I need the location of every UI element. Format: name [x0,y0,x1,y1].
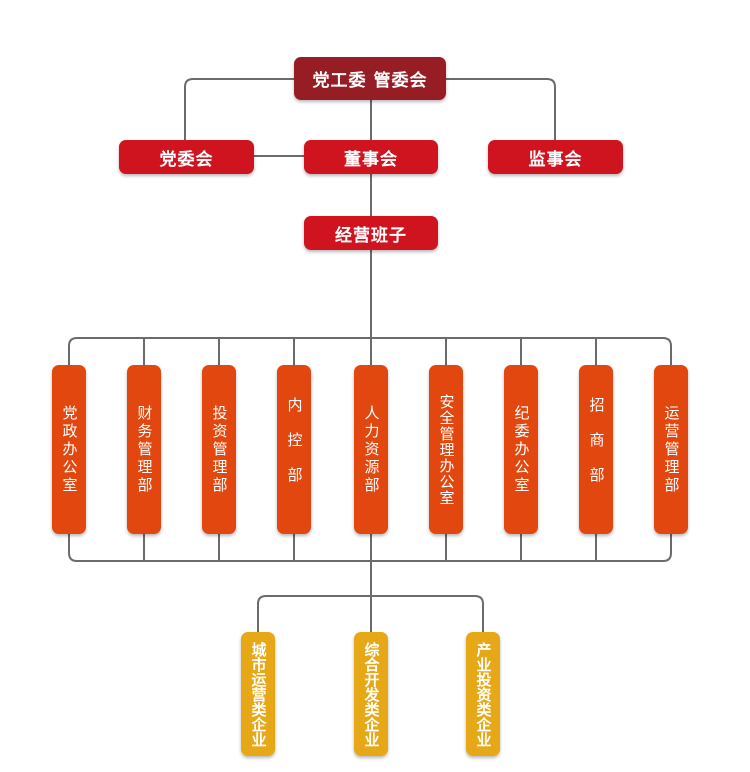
board-of-directors-box: 董事会 [304,140,438,174]
board-of-directors-label: 董事会 [344,149,398,170]
department-box: 投资管理部 [202,365,236,534]
department-box: 招商部 [579,365,613,534]
department-box: 党政办公室 [52,365,86,534]
connector-top-left [184,78,294,140]
party-committee-label: 党委会 [159,149,214,170]
party-work-committee-label: 党工委 管委会 [312,71,428,91]
enterprise-box: 城市运营类企业 [241,632,275,756]
department-box: 安全管理办公室 [429,365,463,534]
enterprise-box: 综合开发类企业 [354,632,388,756]
party-committee-box: 党委会 [119,140,254,174]
management-team-box: 经营班子 [304,216,438,250]
enterprise-box: 产业投资类企业 [466,632,500,756]
department-box: 人力资源部 [354,365,388,534]
party-work-committee-box: 党工委 管委会 [294,57,446,100]
department-box: 纪委办公室 [504,365,538,534]
enterprise-bus [257,595,484,632]
connector-top-right [446,78,556,140]
supervisory-board-box: 监事会 [488,140,623,174]
department-box: 运营管理部 [654,365,688,534]
department-box: 财务管理部 [127,365,161,534]
supervisory-board-label: 监事会 [528,149,583,170]
department-box: 内控部 [277,365,311,534]
management-team-label: 经营班子 [335,225,407,246]
